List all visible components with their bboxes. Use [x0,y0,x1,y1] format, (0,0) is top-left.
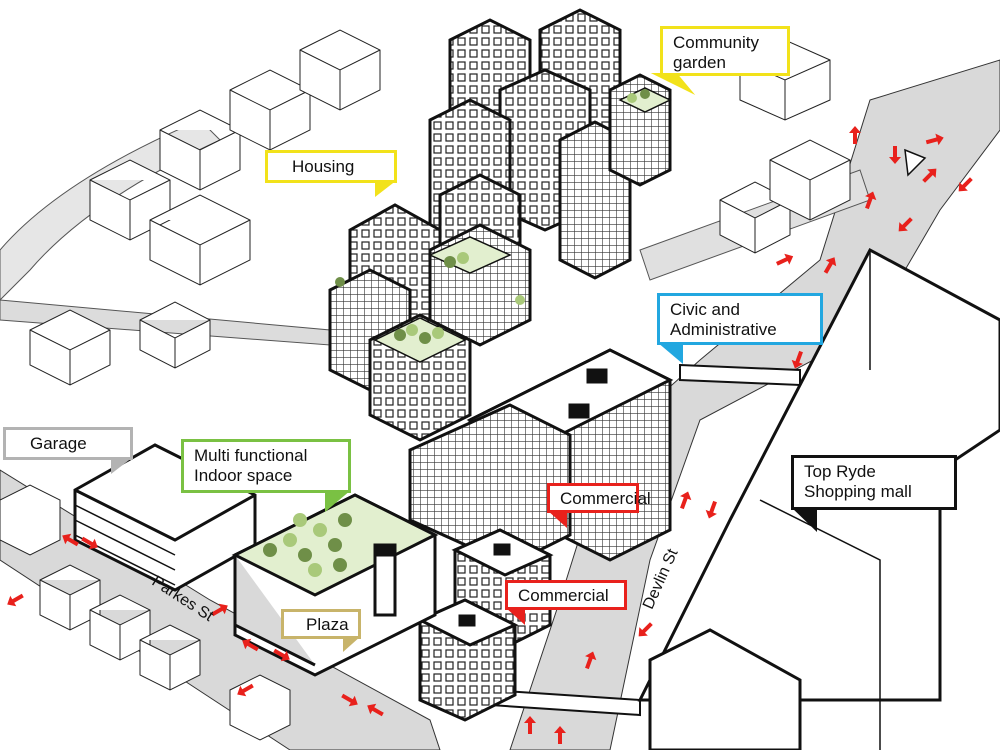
callout-line: Administrative [670,320,777,339]
multi-functional-building [231,493,439,677]
callout-plaza: Plaza [281,609,361,652]
trees [335,89,650,344]
callout-line: Multi functional [194,446,308,465]
commercial-buildings [408,403,572,722]
callout-top-ryde-mall: Top Ryde Shopping mall [791,455,957,532]
callout-line: Commercial [560,489,651,508]
callout-line: Plaza [306,615,349,634]
callout-line: garden [673,53,726,72]
callout-line: Top Ryde [804,462,876,481]
roof-trees [263,513,352,577]
callout-line: Indoor space [194,466,293,485]
callout-commercial-1: Commercial [547,483,651,528]
callout-line: Commercial [518,586,609,605]
callout-line: Garage [30,434,87,453]
callout-line: Shopping mall [804,482,912,501]
callout-community-garden: Community garden [650,26,790,95]
rooftop-gardens [373,87,672,363]
callout-commercial-2: Commercial [505,580,627,625]
callout-housing: Housing [265,150,397,197]
callout-garage: Garage [3,427,133,474]
callout-civic-administrative: Civic and Administrative [657,293,823,364]
housing-towers [328,8,672,442]
background-houses [0,29,851,741]
callout-multi-functional-indoor: Multi functional Indoor space [181,439,351,512]
callout-line: Community [673,33,759,52]
callout-line: Civic and [670,300,740,319]
callout-line: Housing [292,157,355,176]
